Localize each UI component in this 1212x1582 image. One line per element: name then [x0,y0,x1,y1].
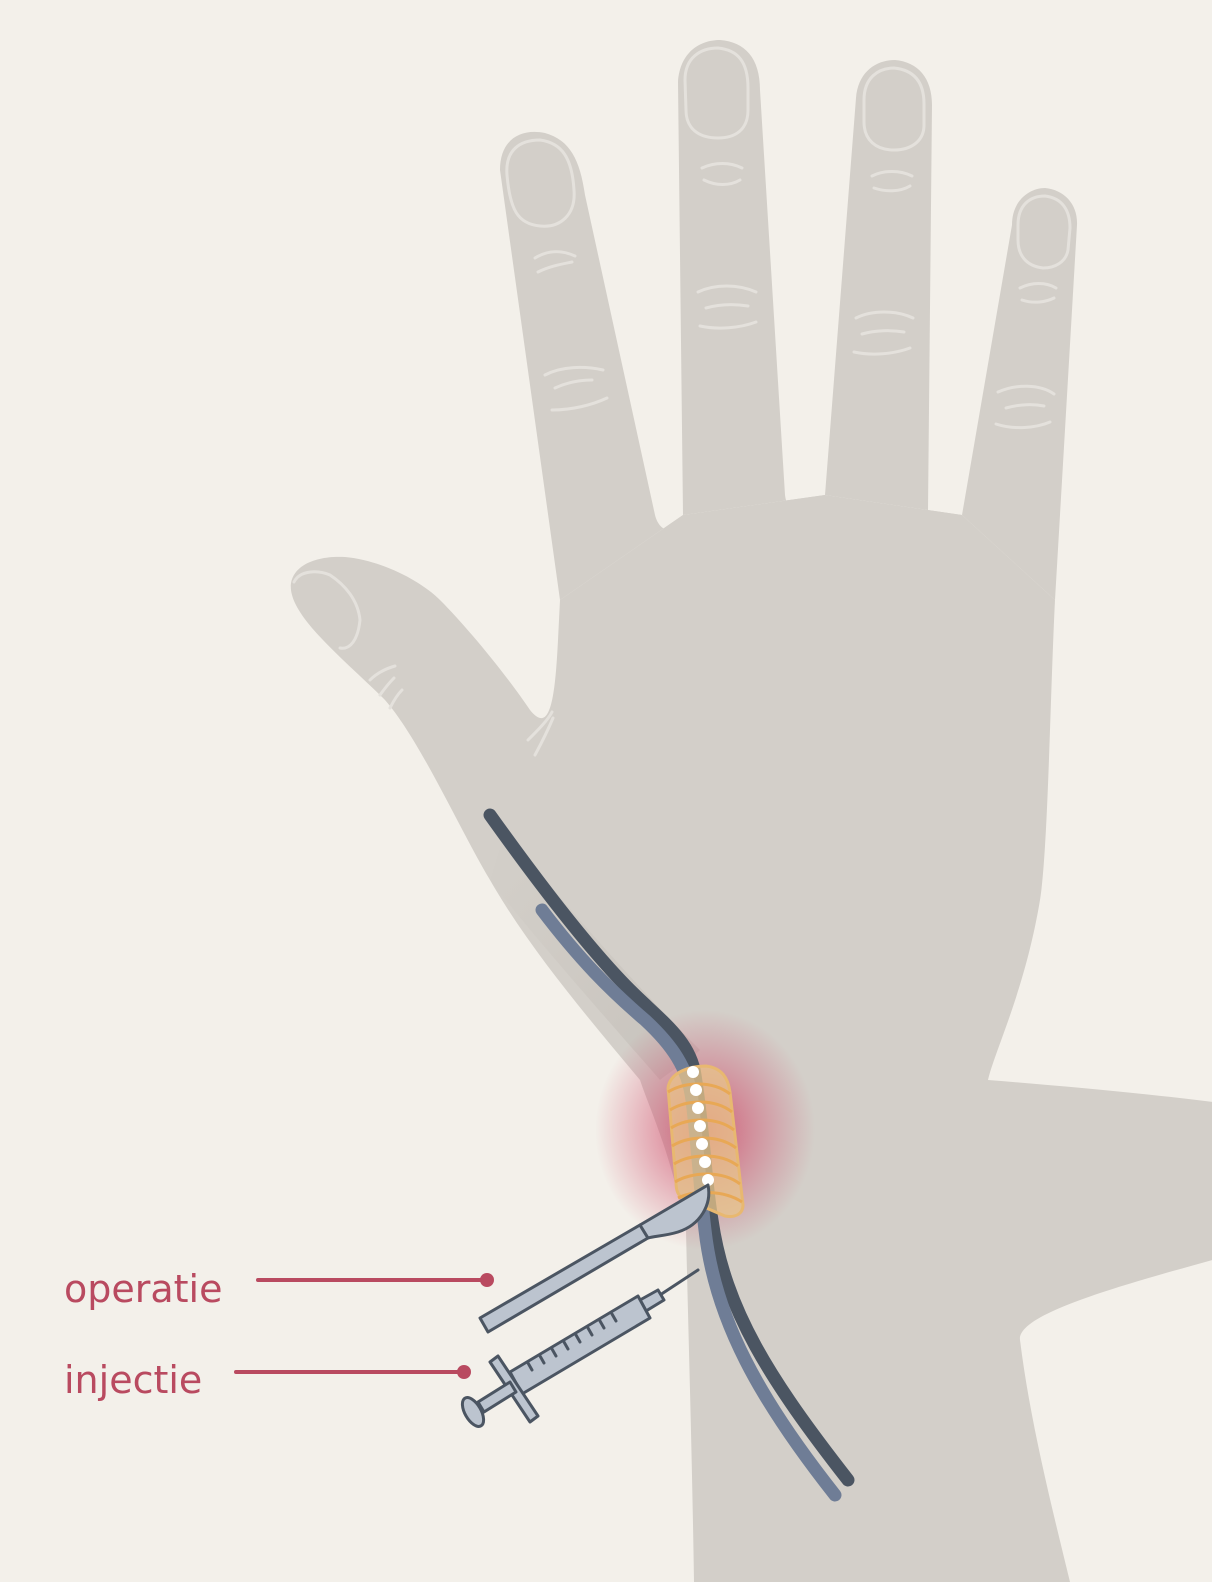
suture-dot [692,1102,704,1114]
injectie-label: injectie [64,1361,202,1399]
suture-dot [687,1066,699,1078]
suture-dot [699,1156,711,1168]
suture-dot [690,1084,702,1096]
ring-finger [825,60,962,534]
injectie-leader-dot [457,1365,471,1379]
scalpel-icon [480,1185,709,1332]
operatie-leader-dot [480,1273,494,1287]
middle-finger [678,40,825,515]
operatie-label: operatie [64,1270,223,1308]
syringe-plunger [478,1382,516,1412]
suture-dot [696,1138,708,1150]
syringe-barrel [510,1296,650,1394]
syringe-icon [458,1270,698,1430]
index-finger [500,132,683,600]
suture-dot [694,1120,706,1132]
leader-lines [236,1273,494,1379]
